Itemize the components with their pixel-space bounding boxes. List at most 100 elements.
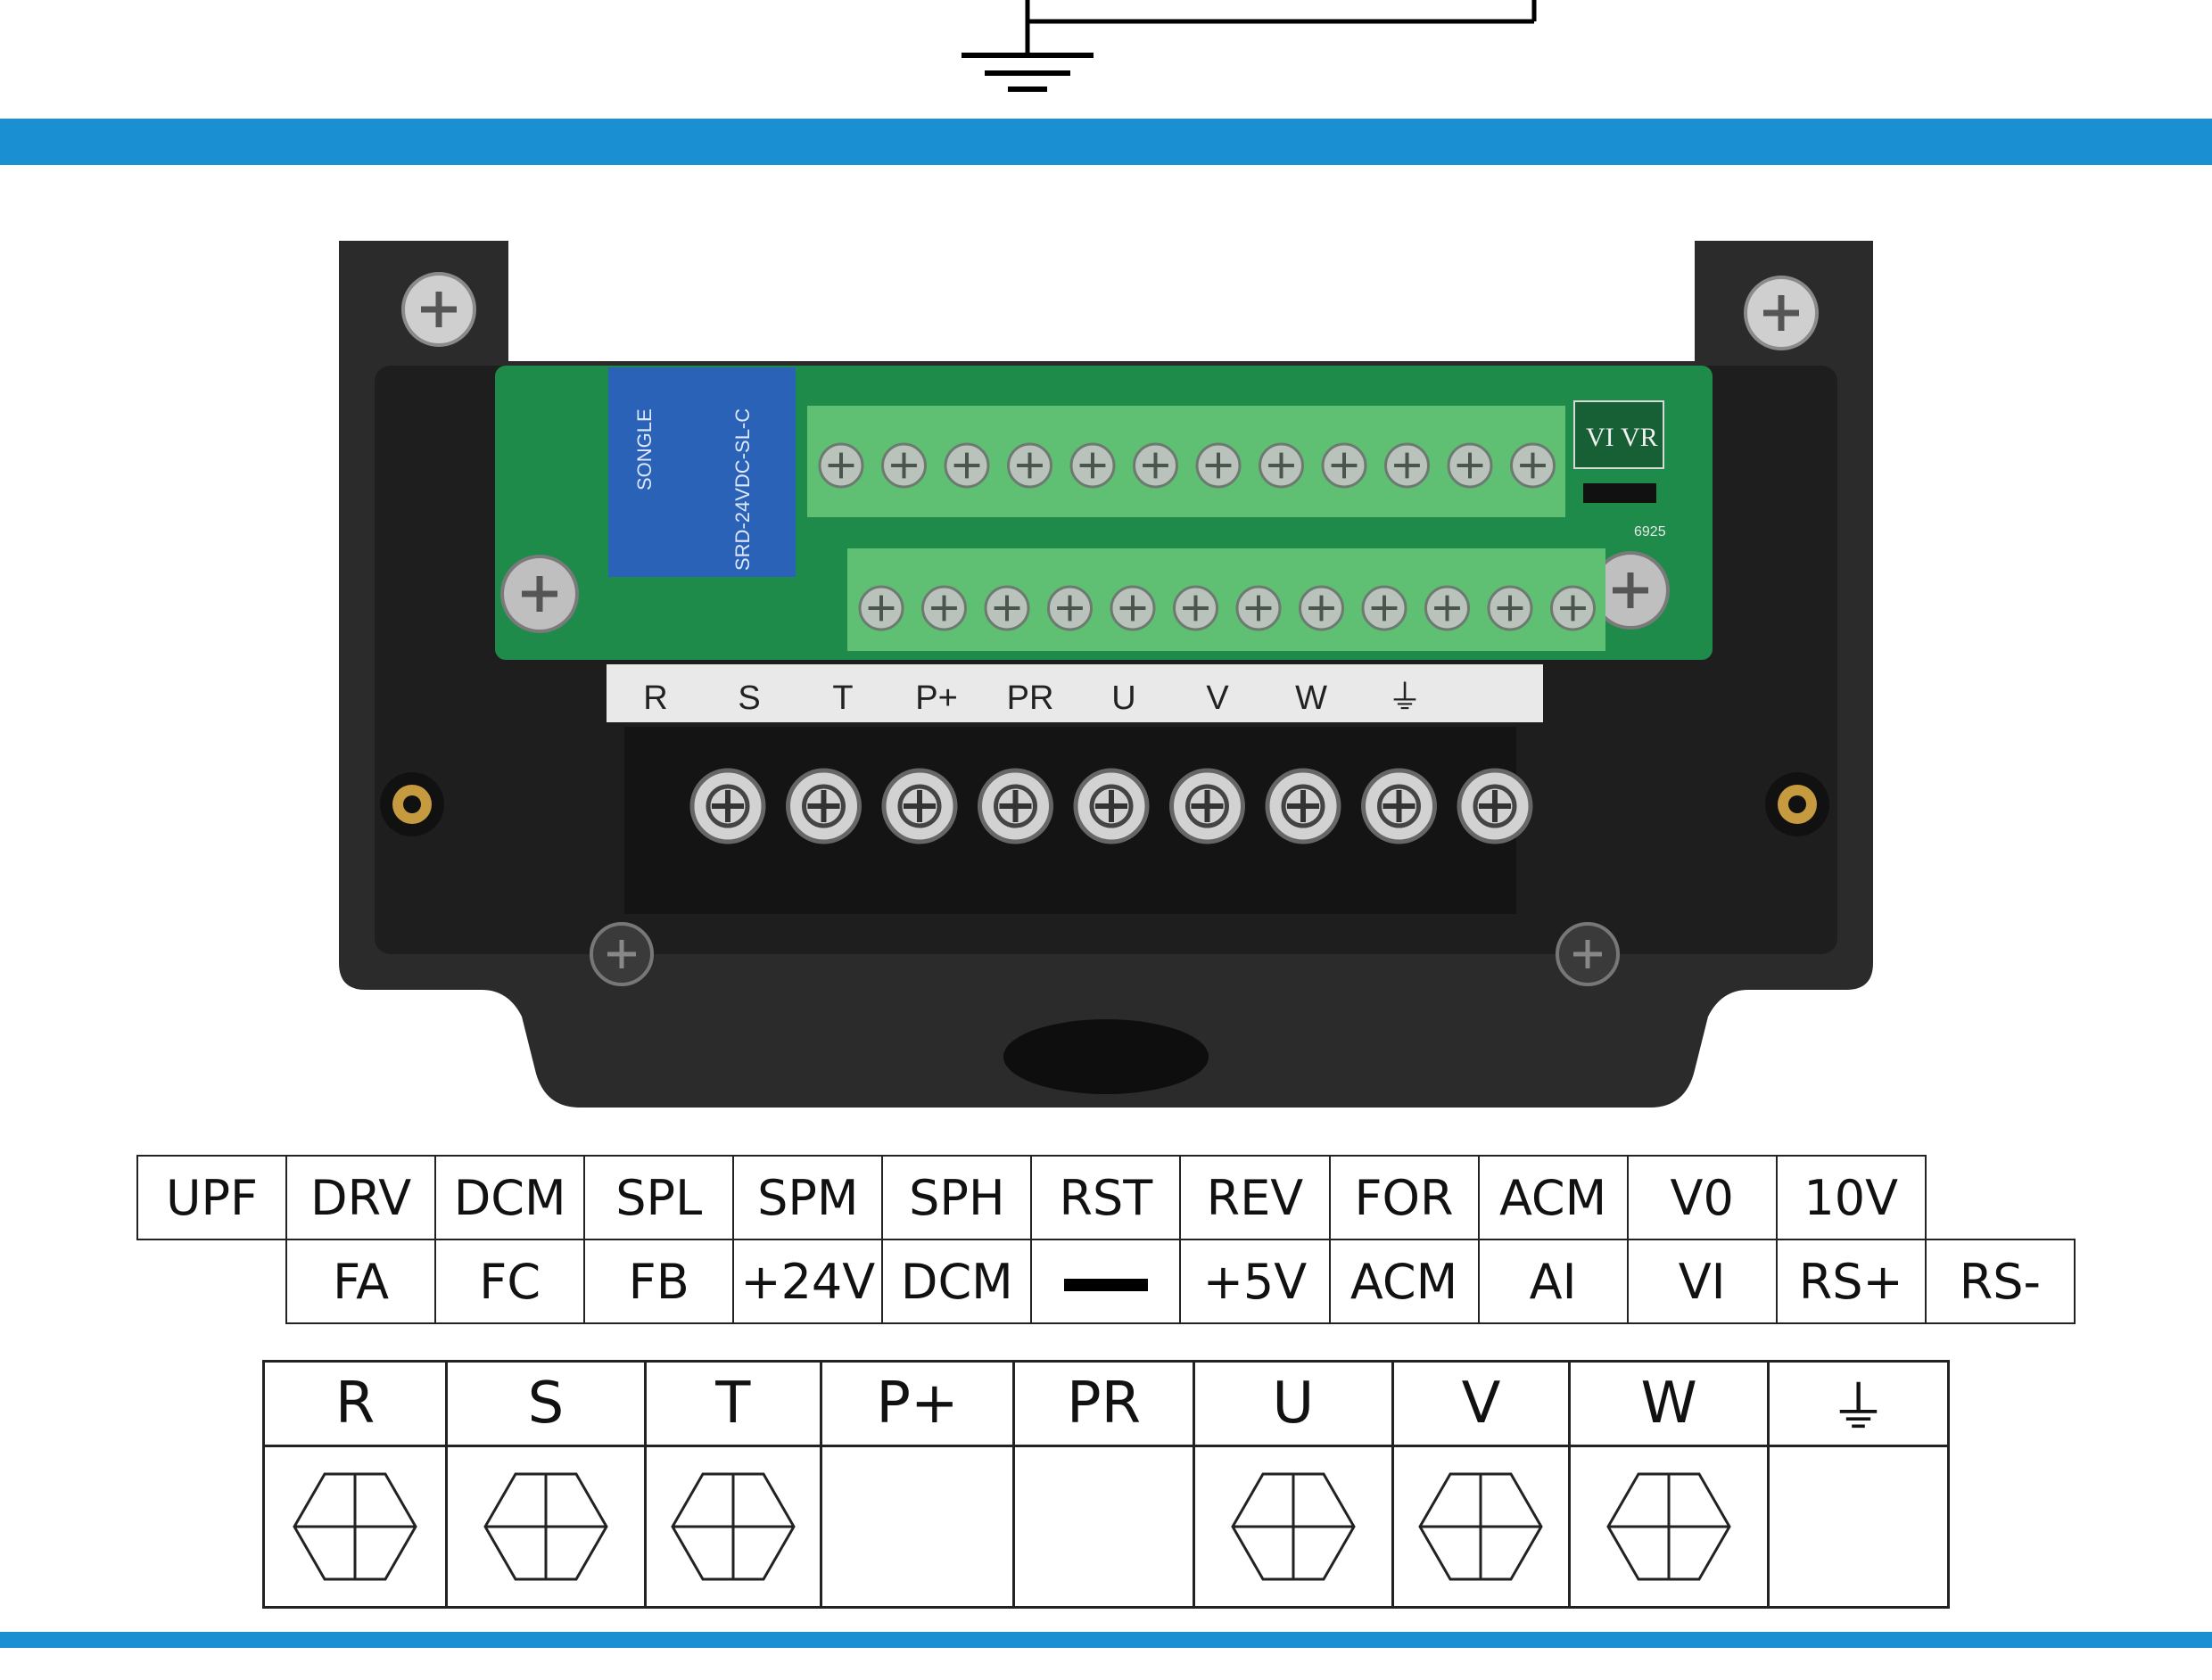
power-strip-label: U [1111,679,1135,717]
power-terminal-label: R [261,1360,449,1447]
control-terminal-screw [1259,442,1304,489]
control-terminal-upper: SPH [881,1155,1033,1240]
control-terminal-upper: REV [1179,1155,1331,1240]
control-terminal-screws-bottom [858,585,1596,631]
board-screw-left [500,555,579,633]
control-terminal-screw [1133,442,1178,489]
power-terminal-symbol-cell [1193,1445,1394,1609]
power-terminal-symbol-cell [445,1445,647,1609]
control-terminal-lower: RS- [1924,1239,2076,1324]
control-terminal-screw [1007,442,1052,489]
control-terminal-lower: VI [1626,1239,1778,1324]
power-terminal-label: V [1391,1360,1572,1447]
control-terminal-screw [1424,585,1470,631]
table-spacer [1926,1156,2075,1239]
jumper-vi-vr [1573,400,1664,469]
hex-screw-terminal-icon [1606,1472,1731,1581]
hex-screw-terminal-icon [1231,1472,1356,1581]
control-terminal-screw [818,442,864,489]
power-terminal-symbol-cell [1568,1445,1770,1609]
control-terminal-block-bottom [847,548,1605,651]
control-terminal-screw [858,585,904,631]
control-terminal-screw [1550,585,1596,631]
power-terminal-screw [1457,768,1533,844]
control-terminal-screw [984,585,1030,631]
control-terminal-screw [1321,442,1367,489]
control-terminal-upper: SPL [583,1155,735,1240]
cable-entry [1003,1019,1209,1094]
corner-screw-right [1744,276,1819,350]
corner-screw-left [401,272,476,347]
control-terminal-lower: ACM [1328,1239,1480,1324]
power-terminal-screw [786,768,862,844]
control-terminal-upper: RST [1030,1155,1182,1240]
control-terminal-lower: DCM [881,1239,1033,1324]
power-terminal-label: PR [1012,1360,1196,1447]
control-terminal-screw [1361,585,1407,631]
control-terminal-upper: DCM [434,1155,586,1240]
power-strip-label: S [738,679,760,717]
control-terminal-lower: FB [583,1239,735,1324]
control-terminal-screw [1195,442,1242,489]
power-terminal-screw [1073,768,1150,844]
control-terminal-lower: AI [1477,1239,1629,1324]
control-terminal-lower: RS+ [1775,1239,1927,1324]
relay-brand: SONGLE [633,408,656,490]
power-terminal-screw [978,768,1053,844]
ground-symbol [962,0,1537,92]
power-terminal-screws [689,768,1533,844]
top-accent-band [0,119,2212,165]
control-terminal-block-top [807,406,1565,517]
control-terminal-upper: ACM [1477,1155,1629,1240]
power-terminal-screw [881,768,958,844]
power-terminal-symbol-cell [1391,1445,1572,1609]
lower-screw-left [590,922,654,986]
dash-mark [1063,1278,1148,1291]
power-strip-label: ⏚ [1388,679,1422,717]
control-terminal-lower: FA [285,1239,437,1324]
control-terminal-screw [1510,442,1556,489]
board-code: 6925 [1634,524,1666,539]
control-terminal-lower: +24V [732,1239,884,1324]
power-strip-label: PR [1007,679,1054,717]
control-terminal-upper: 10V [1775,1155,1927,1240]
power-terminal-label: P+ [819,1360,1016,1447]
hex-screw-terminal-icon [671,1472,796,1581]
control-terminal-screw [1447,442,1493,489]
control-terminal-screw [1069,442,1116,489]
control-terminal-screw [1299,585,1344,631]
jumper-pins [1583,483,1656,503]
power-terminal-label: W [1568,1360,1770,1447]
control-terminal-upper: UPF [136,1155,288,1240]
power-terminal-label: U [1193,1360,1394,1447]
control-terminal-screw [1173,585,1218,631]
control-terminal-screw [944,442,990,489]
jumper-label-vi: VI [1586,423,1614,452]
control-terminal-screw [1487,585,1533,631]
power-terminal-screw [1265,768,1341,844]
power-terminal-symbol-cell [819,1445,1016,1609]
power-terminal-symbol-cell [1012,1445,1196,1609]
power-strip-label: V [1206,679,1229,717]
power-terminal-symbols-row [261,1445,1951,1609]
control-terminal-screw [921,585,967,631]
brass-insert-left [380,772,444,836]
power-terminal-label: T [643,1360,822,1447]
power-terminal-symbol-cell [643,1445,822,1609]
bottom-accent-band [0,1632,2212,1648]
control-terminal-screw [1384,442,1430,489]
power-terminal-screw [1169,768,1245,844]
power-terminal-screw [689,768,766,844]
control-terminal-screw [1235,585,1282,631]
hex-screw-terminal-icon [483,1472,608,1581]
power-terminal-symbol-cell [261,1445,449,1609]
power-terminal-symbol-cell [1766,1445,1951,1609]
power-terminal-label: S [445,1360,647,1447]
ground-terminal-label: ⏚ [1766,1360,1951,1447]
